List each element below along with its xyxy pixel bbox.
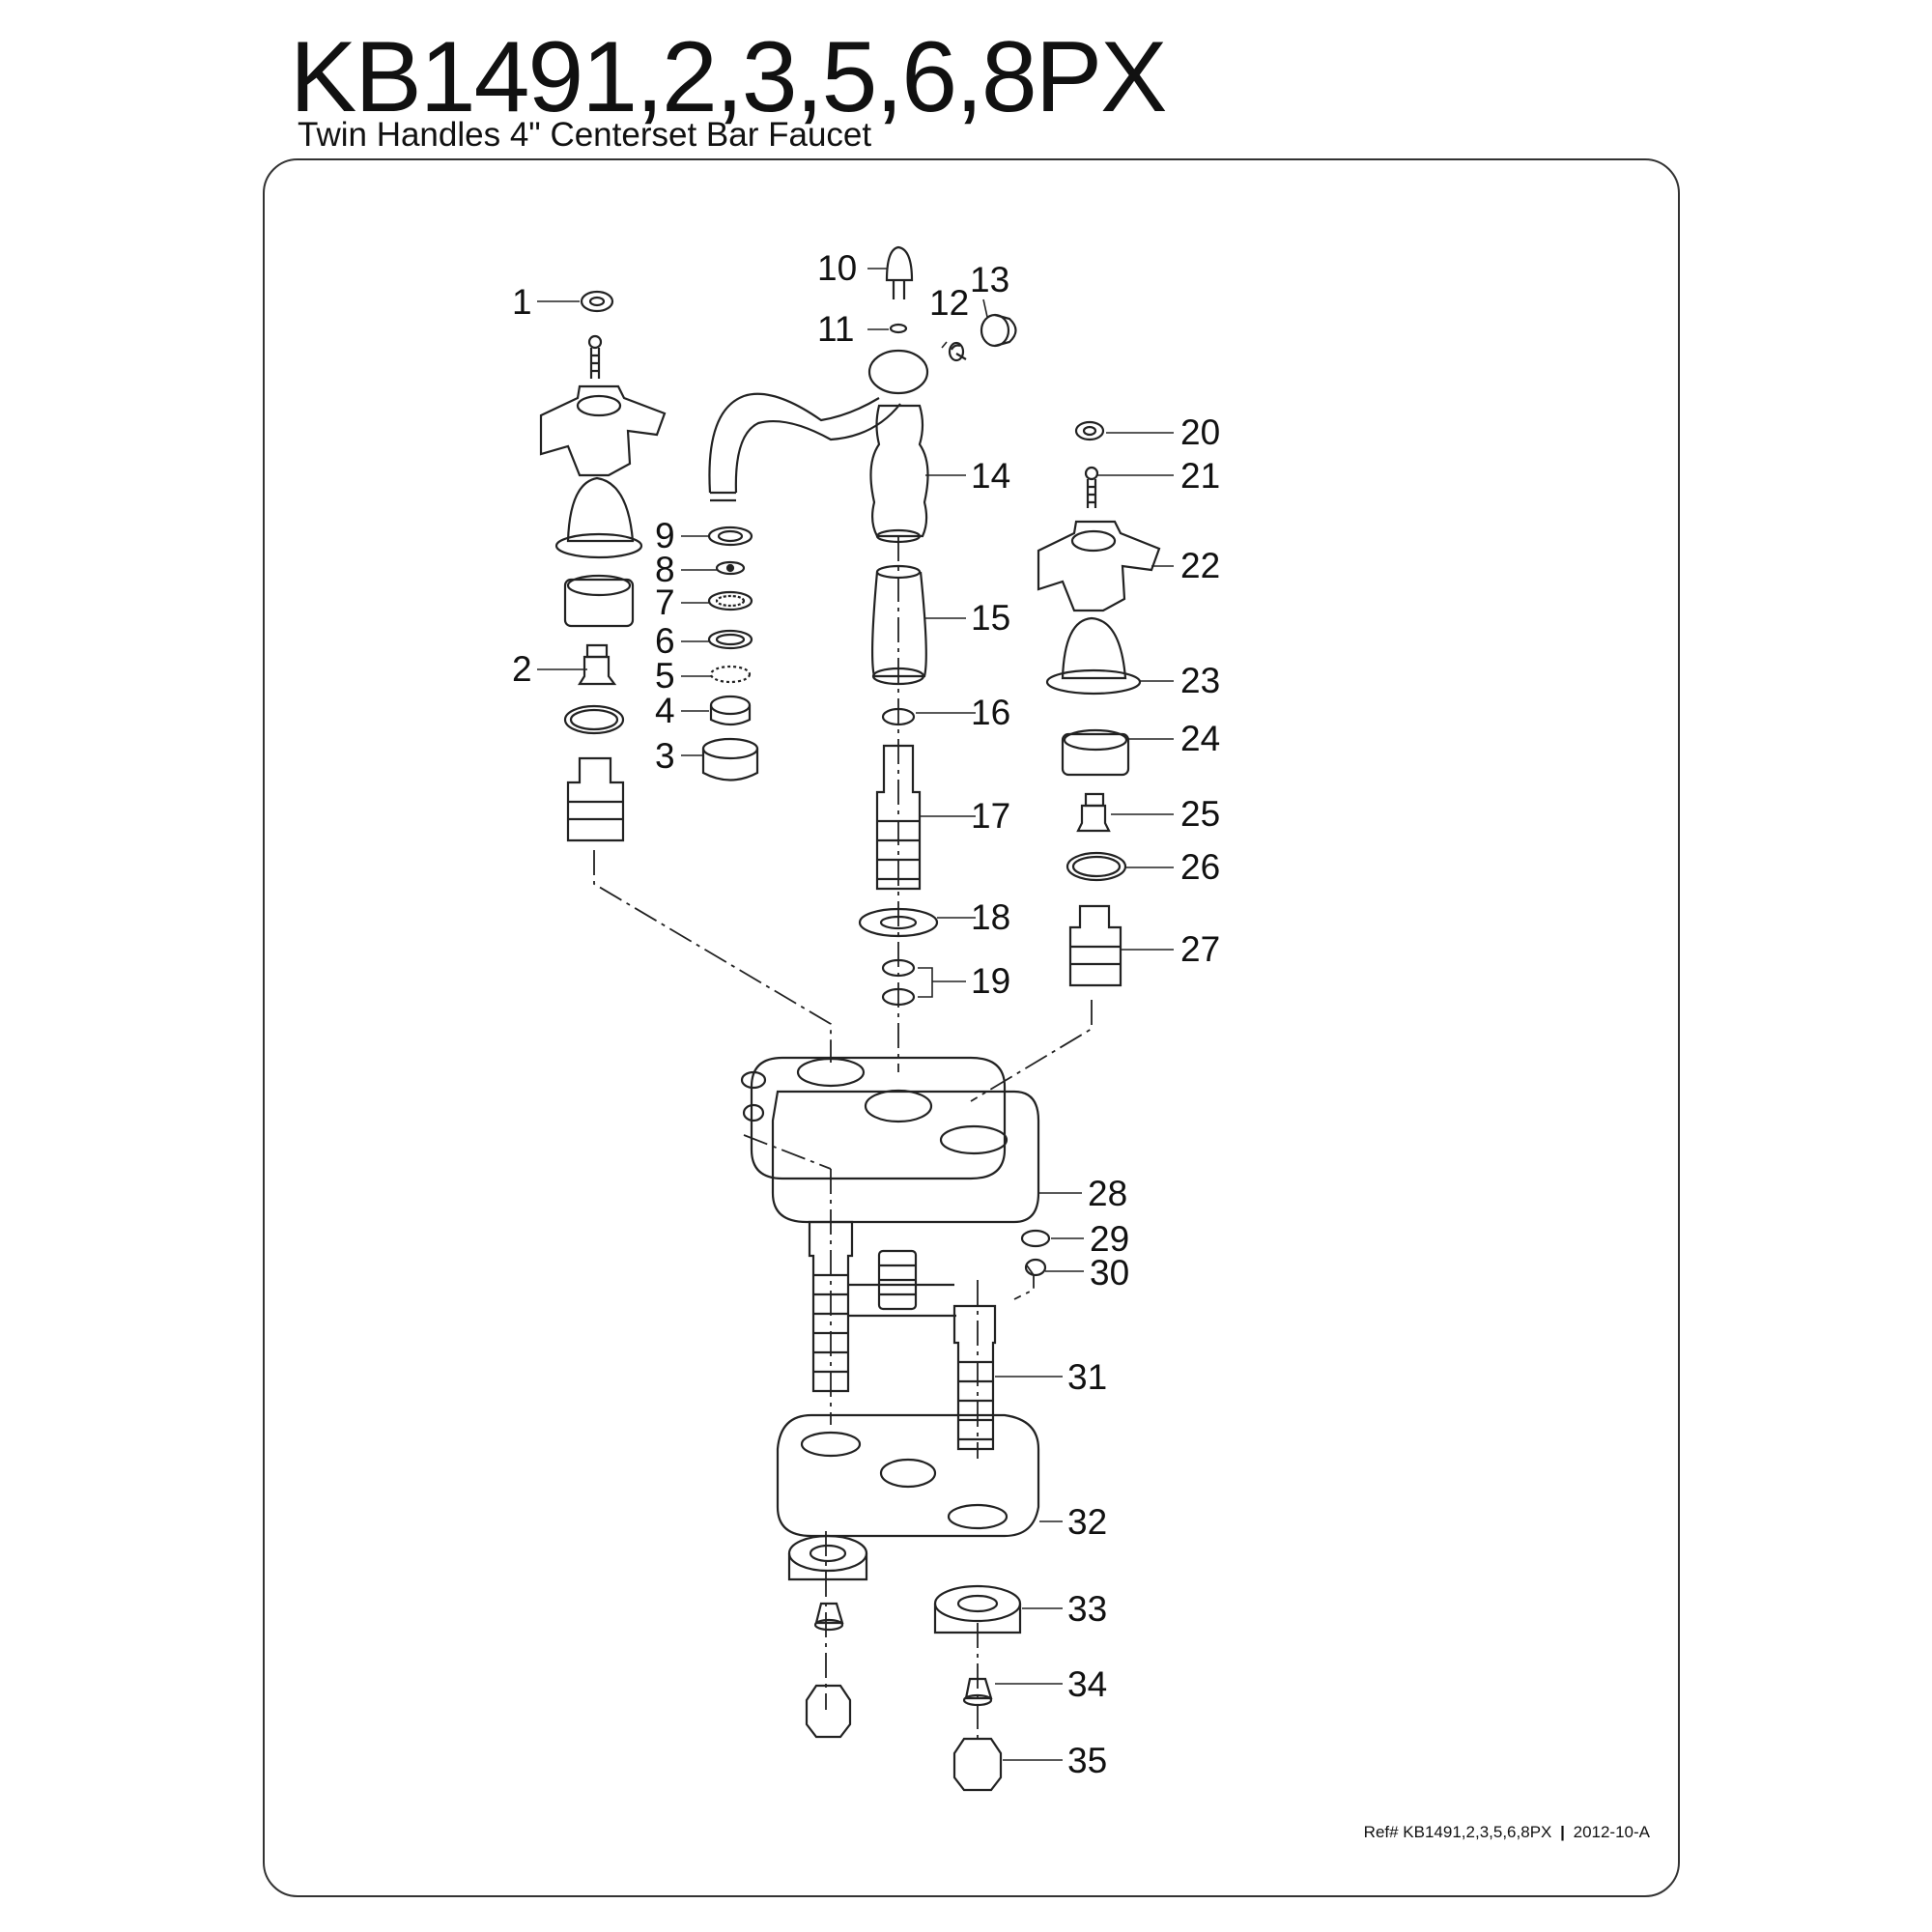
part-label-13: 13 [970, 260, 1009, 299]
part-label-28: 28 [1088, 1174, 1127, 1213]
part-label-10: 10 [817, 248, 857, 288]
diagram-frame [263, 158, 1680, 1897]
part-label-34: 34 [1067, 1664, 1107, 1704]
reference-separator: | [1560, 1823, 1565, 1841]
part-label-32: 32 [1067, 1502, 1107, 1542]
part-label-23: 23 [1180, 661, 1220, 700]
part-label-18: 18 [971, 897, 1010, 937]
part-label-27: 27 [1180, 929, 1220, 969]
right-handle-assembly [1037, 420, 1161, 987]
model-title: KB1491,2,3,5,6,8PX [290, 21, 1167, 133]
reference-date: 2012-10-A [1573, 1823, 1650, 1841]
part-label-7: 7 [655, 582, 675, 622]
part-label-2: 2 [512, 649, 532, 689]
part-label-14: 14 [971, 456, 1010, 496]
spout-assembly [708, 245, 1017, 1007]
part-label-4: 4 [655, 691, 675, 730]
aerator-stack [701, 526, 759, 781]
part-label-22: 22 [1180, 546, 1220, 585]
leader-lines [537, 268, 1174, 1761]
part-label-15: 15 [971, 598, 1010, 638]
part-label-30: 30 [1090, 1253, 1129, 1293]
part-label-1: 1 [512, 282, 532, 322]
part-label-19: 19 [971, 961, 1010, 1001]
left-handle-assembly [539, 290, 667, 842]
part-label-24: 24 [1180, 719, 1220, 758]
part-label-16: 16 [971, 693, 1010, 732]
part-label-35: 35 [1067, 1741, 1107, 1780]
part-label-12: 12 [929, 283, 969, 323]
part-label-11: 11 [817, 309, 854, 349]
model-subtitle: Twin Handles 4" Centerset Bar Faucet [298, 116, 872, 154]
reference-footer: Ref# KB1491,2,3,5,6,8PX | 2012-10-A [1364, 1824, 1650, 1840]
part-label-25: 25 [1180, 794, 1220, 834]
part-label-20: 20 [1180, 412, 1220, 452]
part-label-29: 29 [1090, 1219, 1129, 1259]
part-label-31: 31 [1067, 1357, 1107, 1397]
part-label-6: 6 [655, 621, 675, 661]
part-label-8: 8 [655, 550, 675, 589]
part-label-21: 21 [1180, 456, 1220, 496]
part-label-3: 3 [655, 736, 675, 776]
reference-number: Ref# KB1491,2,3,5,6,8PX [1363, 1823, 1552, 1841]
part-label-9: 9 [655, 516, 675, 555]
part-label-26: 26 [1180, 847, 1220, 887]
part-label-5: 5 [655, 656, 675, 696]
base-plate-assembly [740, 1056, 1051, 1792]
part-label-33: 33 [1067, 1589, 1107, 1629]
part-label-17: 17 [971, 796, 1010, 836]
part-labels: 1 2 3 4 5 6 7 8 9 10 11 12 13 14 15 16 1… [512, 248, 1220, 1780]
